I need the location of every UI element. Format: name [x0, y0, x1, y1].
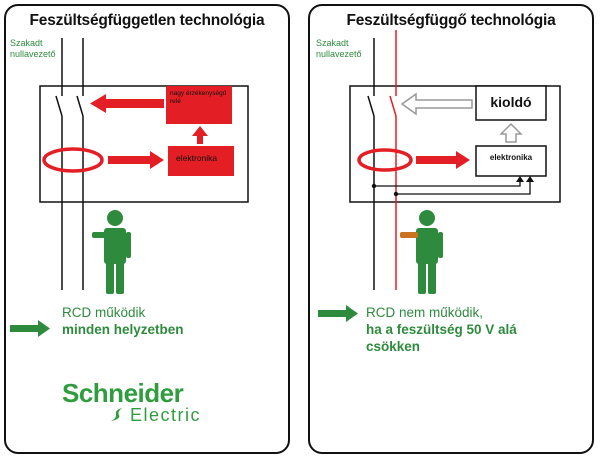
- left-status-text: RCD működik minden helyzetben: [62, 304, 282, 338]
- voltage-independent-panel: Feszültségfüggetlen technológia: [4, 4, 290, 454]
- right-panel-title: Feszültségfüggő technológia: [346, 12, 556, 29]
- left-status-line1: RCD működik: [62, 305, 146, 320]
- right-broken-neutral-label: Szakadt nullavezető: [316, 38, 362, 59]
- right-status-line1: RCD nem működik,: [366, 305, 484, 320]
- right-status-line2: ha a feszültség 50 V alá: [366, 322, 517, 337]
- left-panel-title: Feszültségfüggetlen technológia: [29, 12, 265, 29]
- left-broken-neutral-label: Szakadt nullavezető: [10, 38, 56, 59]
- voltage-dependent-panel: Feszültségfüggő technológia: [308, 4, 594, 454]
- logo-mark-icon: [111, 408, 122, 421]
- right-status-line3: csökken: [366, 339, 421, 354]
- logo-sub: Electric: [130, 405, 202, 425]
- left-status-line2: minden helyzetben: [62, 322, 184, 337]
- right-status-text: RCD nem működik, ha a feszültség 50 V al…: [366, 304, 591, 355]
- schneider-electric-logo: Schneider Electric: [62, 378, 232, 428]
- logo-brand: Schneider: [62, 378, 184, 408]
